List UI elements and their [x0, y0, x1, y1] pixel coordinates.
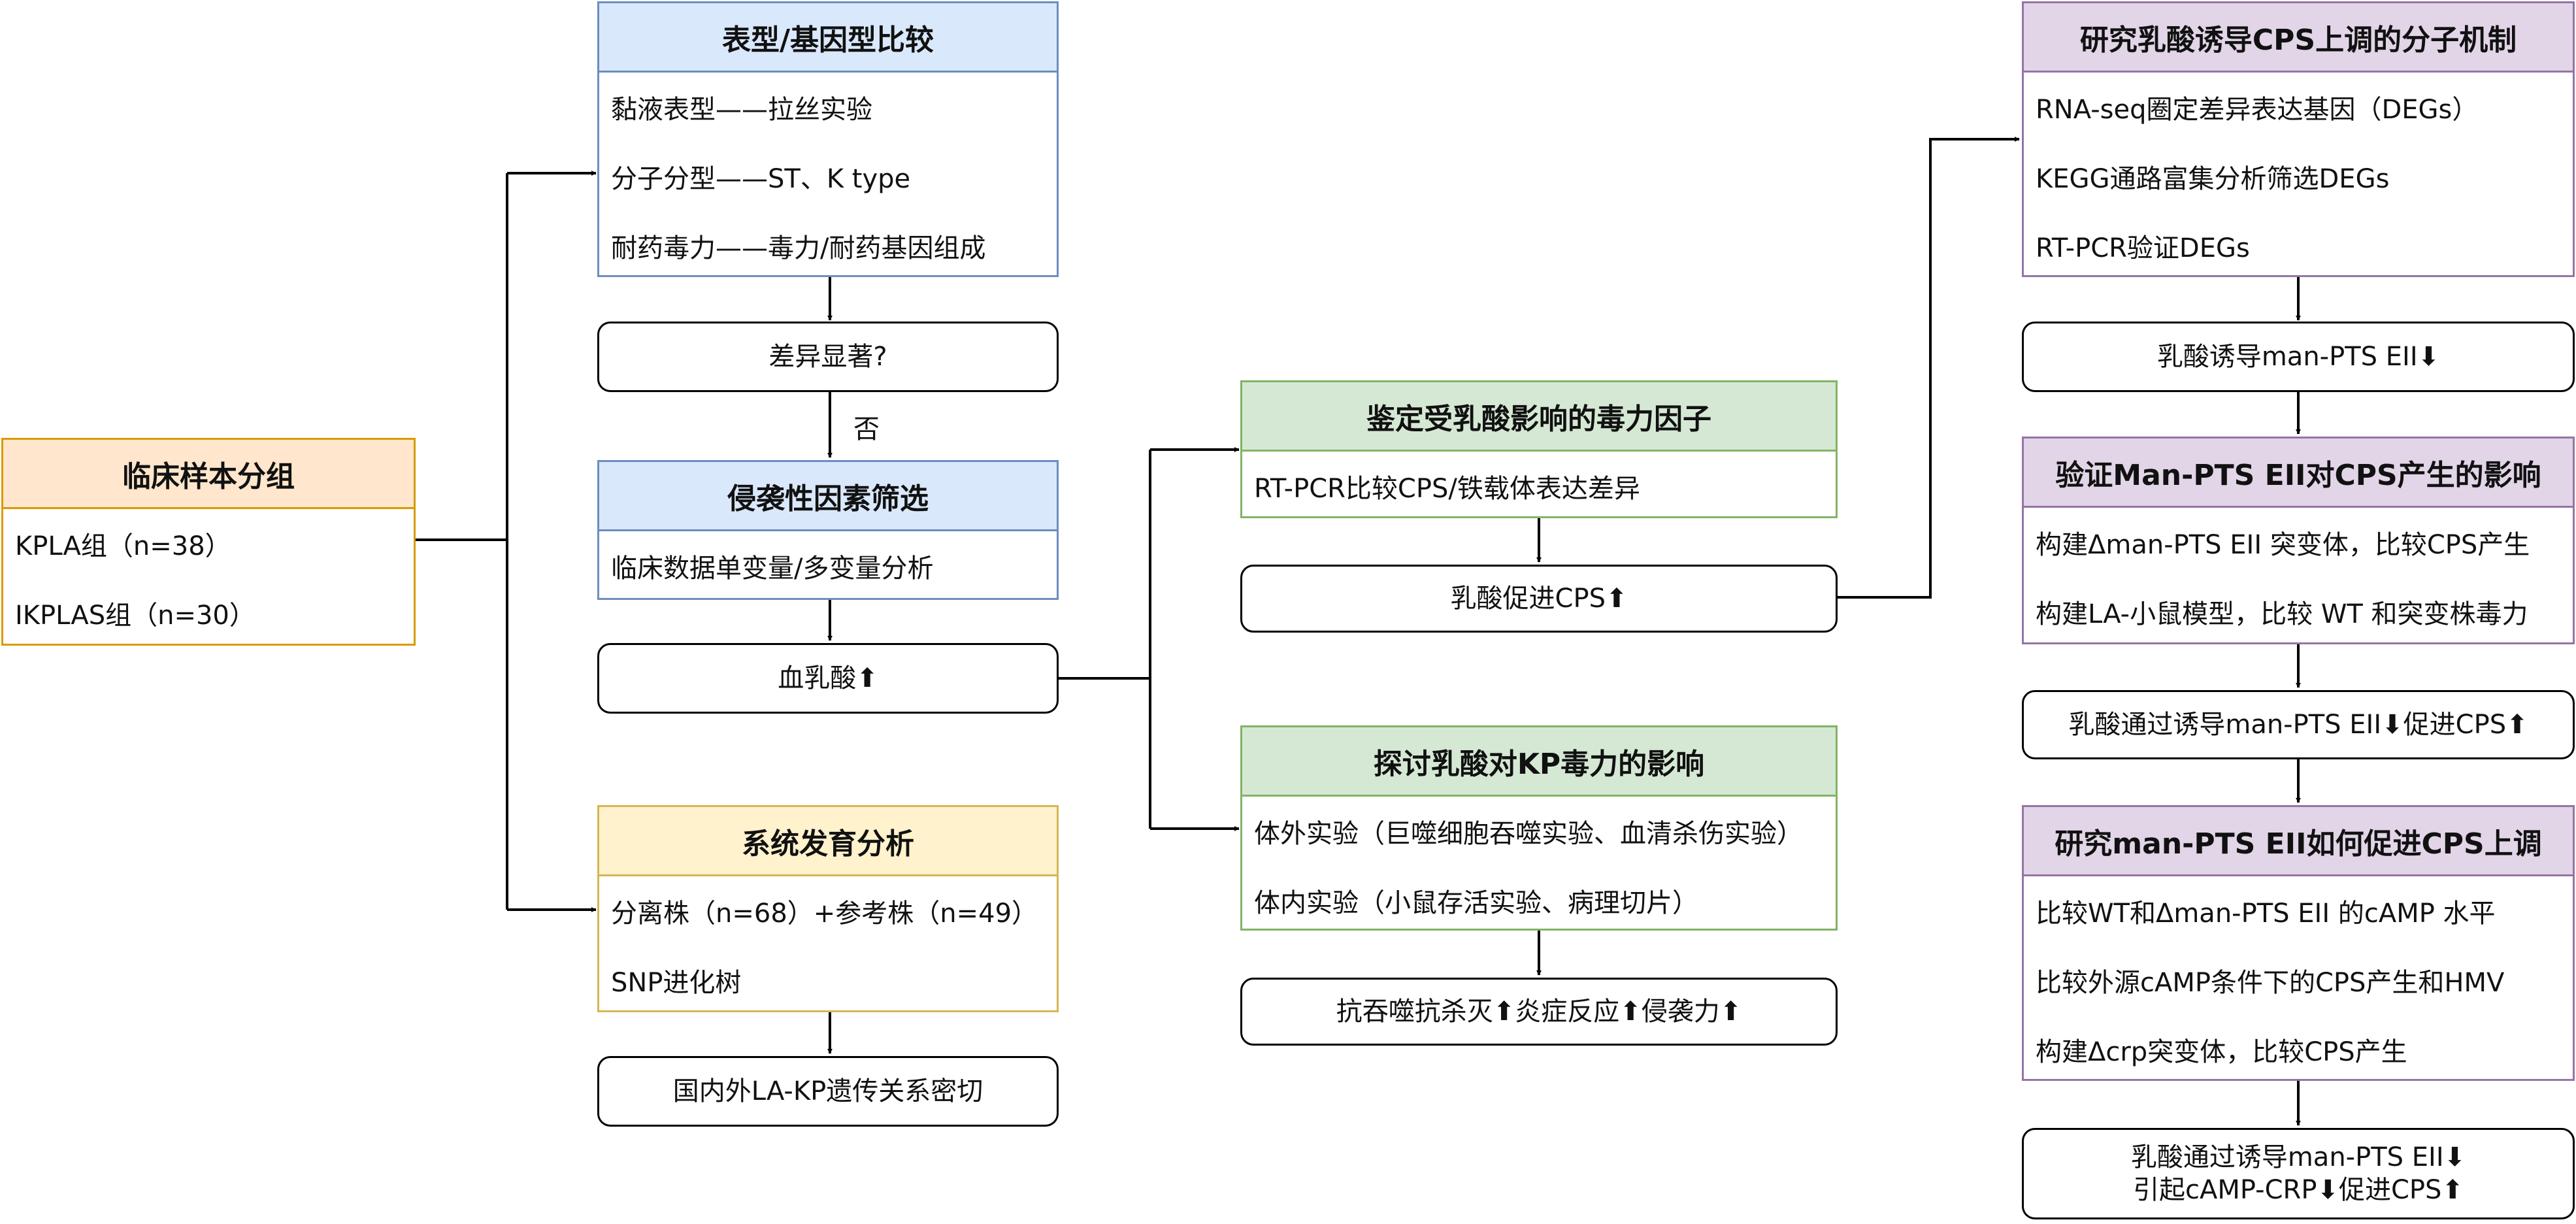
anti-phagocytosis-text: 抗吞噬抗杀灭⬆炎症反应⬆侵袭力⬆ — [1336, 997, 1742, 1027]
rna-seq-item: RNA-seq圈定差异表达基因（DEGs） — [2036, 95, 2479, 125]
final-conclusion-line2: 引起cAMP-CRP⬇促进CPS⬆ — [2133, 1175, 2464, 1205]
kp-virulence-box: 探讨乳酸对KP毒力的影响 体外实验（巨噬细胞吞噬实验、血清杀伤实验） 体内实验（… — [1240, 725, 1838, 931]
how-man-pts-title: 研究man-PTS EII如何促进CPS上调 — [2024, 807, 2573, 876]
lactate-promotes-cps-text: 乳酸促进CPS⬆ — [1450, 584, 1628, 614]
crp-mutant-item: 构建Δcrp突变体，比较CPS产生 — [2036, 1037, 2407, 1067]
final-conclusion-node: 乳酸通过诱导man-PTS EII⬇ 引起cAMP-CRP⬇促进CPS⬆ — [2022, 1128, 2575, 1219]
anti-phagocytosis-node: 抗吞噬抗杀灭⬆炎症反应⬆侵袭力⬆ — [1240, 978, 1838, 1046]
isolates-item: 分离株（n=68）+参考株（n=49） — [611, 899, 1038, 929]
genetic-relation-text: 国内外LA-KP遗传关系密切 — [672, 1076, 983, 1106]
rt-pcr-cps-item: RT-PCR比较CPS/铁载体表达差异 — [1254, 474, 1640, 504]
invasive-factor-title: 侵袭性因素筛选 — [599, 462, 1057, 531]
in-vivo-item: 体内实验（小鼠存活实验、病理切片） — [1254, 888, 1698, 918]
mutant-construct-item: 构建Δman-PTS EII 突变体，比较CPS产生 — [2036, 530, 2530, 560]
mechanism-box: 研究乳酸诱导CPS上调的分子机制 RNA-seq圈定差异表达基因（DEGs） K… — [2022, 1, 2575, 277]
camp-level-item: 比较WT和Δman-PTS EII 的cAMP 水平 — [2036, 899, 2496, 929]
phenotype-genotype-title: 表型/基因型比较 — [599, 3, 1057, 73]
invasive-factor-box: 侵袭性因素筛选 临床数据单变量/多变量分析 — [597, 460, 1059, 600]
significant-difference-text: 差异显著? — [768, 342, 887, 372]
clinical-grouping-title: 临床样本分组 — [3, 440, 414, 509]
lactate-via-man-pts-node: 乳酸通过诱导man-PTS EII⬇促进CPS⬆ — [2022, 690, 2575, 759]
man-pts-down-text: 乳酸诱导man-PTS EII⬇ — [2156, 342, 2440, 372]
final-conclusion-line1: 乳酸通过诱导man-PTS EII⬇ — [2130, 1142, 2466, 1172]
exogenous-camp-item: 比较外源cAMP条件下的CPS产生和HMV — [2036, 968, 2505, 998]
verify-man-pts-box: 验证Man-PTS EII对CPS产生的影响 构建Δman-PTS EII 突变… — [2022, 437, 2575, 644]
verify-man-pts-title: 验证Man-PTS EII对CPS产生的影响 — [2024, 438, 2573, 508]
virulence-factor-box: 鉴定受乳酸影响的毒力因子 RT-PCR比较CPS/铁载体表达差异 — [1240, 380, 1838, 518]
kpla-group-item: KPLA组（n=38） — [15, 531, 231, 561]
genetic-relation-node: 国内外LA-KP遗传关系密切 — [597, 1056, 1059, 1127]
rt-pcr-degs-item: RT-PCR验证DEGs — [2036, 233, 2250, 263]
kp-virulence-title: 探讨乳酸对KP毒力的影响 — [1242, 727, 1836, 797]
mechanism-title: 研究乳酸诱导CPS上调的分子机制 — [2024, 3, 2573, 73]
blood-lactate-text: 血乳酸⬆ — [778, 663, 878, 693]
clinical-grouping-box: 临床样本分组 KPLA组（n=38） IKPLAS组（n=30） — [1, 438, 416, 646]
how-man-pts-box: 研究man-PTS EII如何促进CPS上调 比较WT和Δman-PTS EII… — [2022, 805, 2575, 1081]
man-pts-down-node: 乳酸诱导man-PTS EII⬇ — [2022, 322, 2575, 392]
significant-difference-node: 差异显著? — [597, 322, 1059, 392]
lactate-via-man-pts-text: 乳酸通过诱导man-PTS EII⬇促进CPS⬆ — [2068, 710, 2528, 740]
blood-lactate-node: 血乳酸⬆ — [597, 643, 1059, 714]
virulence-factor-title: 鉴定受乳酸影响的毒力因子 — [1242, 382, 1836, 452]
mouse-model-item: 构建LA-小鼠模型，比较 WT 和突变株毒力 — [2036, 599, 2528, 629]
mucoid-phenotype-item: 黏液表型——拉丝实验 — [611, 95, 872, 125]
phylogenetic-title: 系统发育分析 — [599, 807, 1057, 876]
phylogenetic-box: 系统发育分析 分离株（n=68）+参考株（n=49） SNP进化树 — [597, 805, 1059, 1012]
snp-tree-item: SNP进化树 — [611, 968, 742, 998]
clinical-analysis-item: 临床数据单变量/多变量分析 — [611, 554, 934, 584]
resistance-virulence-item: 耐药毒力——毒力/耐药基因组成 — [611, 233, 986, 263]
ikplas-group-item: IKPLAS组（n=30） — [15, 601, 256, 631]
in-vitro-item: 体外实验（巨噬细胞吞噬实验、血清杀伤实验） — [1254, 819, 1803, 849]
lactate-promotes-cps-node: 乳酸促进CPS⬆ — [1240, 565, 1838, 633]
phenotype-genotype-box: 表型/基因型比较 黏液表型——拉丝实验 分子分型——ST、K type 耐药毒力… — [597, 1, 1059, 277]
molecular-typing-item: 分子分型——ST、K type — [611, 164, 911, 194]
no-label: 否 — [853, 414, 880, 444]
kegg-item: KEGG通路富集分析筛选DEGs — [2036, 164, 2390, 194]
